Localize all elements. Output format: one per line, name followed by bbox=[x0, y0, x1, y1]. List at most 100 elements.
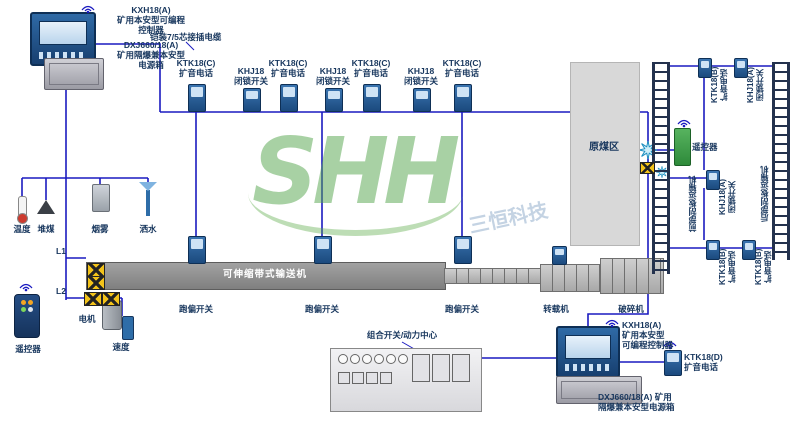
deviation-switch bbox=[454, 236, 472, 264]
speaker-phone-label: KTK18(C) 扩音电话 bbox=[351, 58, 391, 79]
controller-label: KXH18(A) 矿用本安型可编程 控制器 bbox=[116, 5, 185, 36]
power-box-label: DXJ660/18(A) 矿用隔爆兼本安型 电源箱 bbox=[116, 40, 185, 71]
remote-control-label: 遥控器 bbox=[15, 344, 41, 354]
plc-controller bbox=[556, 326, 620, 378]
wifi-icon bbox=[19, 283, 33, 292]
speaker-phone bbox=[698, 58, 712, 78]
deviation-switch-label: 跑偏开关 bbox=[304, 304, 339, 314]
coal-pile-sensor-icon bbox=[37, 200, 55, 214]
motor-label: 电机 bbox=[78, 314, 96, 324]
speaker-phone bbox=[454, 84, 472, 112]
transfer-device bbox=[552, 246, 567, 265]
cabinet-switch bbox=[338, 372, 350, 384]
hazard-marker-icon bbox=[87, 263, 105, 277]
hazard-marker-icon bbox=[84, 292, 102, 306]
cabinet-gauge-icon bbox=[362, 354, 372, 364]
power-box bbox=[556, 376, 642, 404]
interlock-switch-label: KHJ18(A) 闭锁开关 bbox=[718, 179, 737, 216]
combo-switch-label: 组合开关/动力中心 bbox=[366, 330, 438, 340]
power-box bbox=[44, 58, 104, 90]
remote-control-label: 遥控器 bbox=[692, 142, 718, 152]
interlock-switch bbox=[706, 170, 720, 190]
line2-label: L2 bbox=[56, 286, 66, 296]
transfer-machine-label: 转载机 bbox=[543, 304, 569, 314]
cabinet-panel bbox=[452, 354, 470, 382]
controller-buttons bbox=[565, 364, 611, 371]
interlock-switch bbox=[243, 88, 261, 112]
cable-label: 铠装7/5芯接插电缆 bbox=[150, 32, 222, 42]
smoke-sensor-icon bbox=[92, 184, 110, 212]
deviation-switch-label: 跑偏开关 bbox=[444, 304, 479, 314]
speaker-phone bbox=[742, 240, 756, 260]
speaker-phone bbox=[664, 350, 682, 376]
transfer-machine bbox=[540, 264, 600, 292]
speaker-phone bbox=[280, 84, 298, 112]
speed-sensor-icon bbox=[122, 316, 134, 340]
smoke-label: 烟雾 bbox=[91, 224, 109, 234]
interlock-switch-label: KHJ18 闭锁开关 bbox=[233, 66, 268, 87]
rear-scraper-conveyor-label: 后部刮板运输机 bbox=[760, 166, 769, 222]
deviation-switch bbox=[314, 236, 332, 264]
speed-label: 速度 bbox=[112, 342, 130, 352]
speaker-phone-label: KTK18(D) 扩音电话 bbox=[684, 352, 723, 373]
cabinet-switch bbox=[366, 372, 378, 384]
interlock-switch-label: KHJ18(A) 闭锁开关 bbox=[746, 67, 765, 104]
cabinet-switch bbox=[352, 372, 364, 384]
temperature-label: 温度 bbox=[13, 224, 31, 234]
cabinet-gauge-icon bbox=[350, 354, 360, 364]
front-scraper-conveyor-label: 前部刮板运输机 bbox=[688, 176, 697, 232]
interlock-switch bbox=[734, 58, 748, 78]
antenna-icon bbox=[605, 319, 619, 328]
remote-button bbox=[28, 300, 33, 305]
raw-coal-area bbox=[570, 62, 640, 246]
belt-conveyor bbox=[86, 262, 446, 290]
power-box-label: DXJ660/18(A) 矿用 隔爆兼本安型电源箱 bbox=[598, 392, 675, 413]
water-spray-icon bbox=[139, 182, 157, 216]
plc-controller bbox=[30, 12, 96, 66]
cabinet-gauge-icon bbox=[374, 354, 384, 364]
antenna-icon bbox=[663, 341, 677, 350]
cabinet-switch bbox=[380, 372, 392, 384]
water-spray-label: 洒水 bbox=[139, 224, 157, 234]
interlock-switch bbox=[325, 88, 343, 112]
speaker-phone-label: KTK18(C) 扩音电话 bbox=[442, 58, 482, 79]
speaker-phone-label: KTK18(B) 扩音电话 bbox=[710, 66, 729, 104]
controller-screen bbox=[39, 21, 87, 45]
hazard-marker-icon bbox=[640, 162, 655, 174]
hazard-marker-icon bbox=[102, 292, 120, 306]
cabinet-gauge-icon bbox=[338, 354, 348, 364]
coal-pile-label: 堆煤 bbox=[37, 224, 55, 234]
speaker-phone-label: KTK18(B) 扩音电话 bbox=[718, 248, 737, 286]
interlock-switch-label: KHJ18 闭锁开关 bbox=[403, 66, 438, 87]
cabinet-panel bbox=[432, 354, 450, 382]
deviation-switch-label: 跑偏开关 bbox=[178, 304, 213, 314]
remote-button bbox=[21, 300, 26, 305]
hazard-marker-icon bbox=[87, 276, 105, 290]
raw-coal-label: 原煤区 bbox=[589, 142, 619, 153]
cabinet-gauge-icon bbox=[386, 354, 396, 364]
speaker-phone bbox=[188, 84, 206, 112]
rear-scraper-conveyor bbox=[772, 62, 790, 260]
remote-button bbox=[28, 307, 33, 312]
cabinet-gauge-icon bbox=[398, 354, 408, 364]
antenna-icon bbox=[81, 5, 95, 14]
remote-control bbox=[14, 294, 40, 338]
wifi-icon bbox=[677, 119, 691, 128]
temperature-sensor-icon bbox=[17, 196, 28, 224]
belt-connector bbox=[444, 268, 542, 284]
speaker-phone-label: KTK18(C) 扩音电话 bbox=[176, 58, 216, 79]
interlock-switch-label: KHJ18 闭锁开关 bbox=[315, 66, 350, 87]
controller-label: KXH18(A) 矿用本安型 可编程控制器 bbox=[622, 320, 674, 351]
deviation-switch bbox=[188, 236, 206, 264]
interlock-switch bbox=[413, 88, 431, 112]
speaker-phone bbox=[363, 84, 381, 112]
remote-button bbox=[21, 307, 26, 312]
line1-label: L1 bbox=[56, 246, 66, 256]
speaker-phone-label: KTK18(C) 扩音电话 bbox=[268, 58, 308, 79]
remote-control-green bbox=[674, 128, 691, 166]
speaker-phone-label: KTK18(B) 扩音电话 bbox=[754, 248, 773, 286]
crusher-label: 破碎机 bbox=[618, 304, 644, 314]
controller-screen bbox=[565, 335, 611, 359]
cabinet-panel bbox=[412, 354, 430, 382]
speaker-phone bbox=[706, 240, 720, 260]
